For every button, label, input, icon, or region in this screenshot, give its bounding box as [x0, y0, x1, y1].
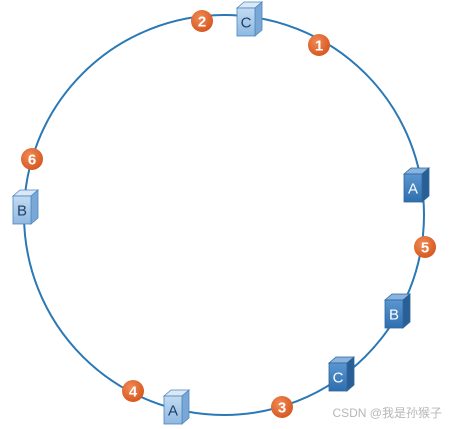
node-b-left-box [12, 195, 32, 225]
node-c-bottom-label: C [333, 370, 344, 387]
node-b-right: B [383, 293, 412, 329]
key-3-label: 3 [278, 400, 286, 417]
key-1-label: 1 [315, 38, 323, 55]
node-b-right-box [384, 299, 404, 329]
node-a-bottom-box [163, 395, 183, 425]
node-a-bottom: A [162, 389, 191, 425]
key-4-circle [122, 380, 144, 402]
key-2-circle [191, 10, 213, 32]
node-a-right-label: A [408, 181, 418, 198]
node-a-right: A [402, 167, 431, 203]
node-c-bottom: C [327, 356, 356, 392]
node-a-bottom-label: A [168, 403, 178, 420]
node-b-left-label: B [17, 203, 27, 220]
key-5-circle [414, 236, 436, 258]
key-1-circle [308, 34, 330, 56]
watermark: CSDN @我是孙猴子 [332, 406, 442, 420]
node-c-top-label: C [241, 15, 252, 32]
key-2-label: 2 [198, 14, 206, 31]
node-c-top: C [235, 1, 264, 37]
node-b-right-label: B [389, 307, 399, 324]
key-6: 6 [21, 148, 43, 170]
key-6-circle [21, 148, 43, 170]
key-4-label: 4 [129, 384, 138, 401]
hash-ring [23, 14, 425, 416]
key-2: 2 [191, 10, 213, 32]
node-b-left: B [11, 189, 40, 225]
key-1: 1 [308, 34, 330, 56]
node-c-bottom-box [328, 362, 348, 392]
key-4: 4 [122, 380, 144, 402]
key-5-label: 5 [421, 240, 429, 257]
key-5: 5 [414, 236, 436, 258]
node-a-right-box [403, 173, 423, 203]
key-3: 3 [271, 396, 293, 418]
node-c-top-box [236, 7, 256, 37]
key-3-circle [271, 396, 293, 418]
key-6-label: 6 [28, 152, 36, 169]
